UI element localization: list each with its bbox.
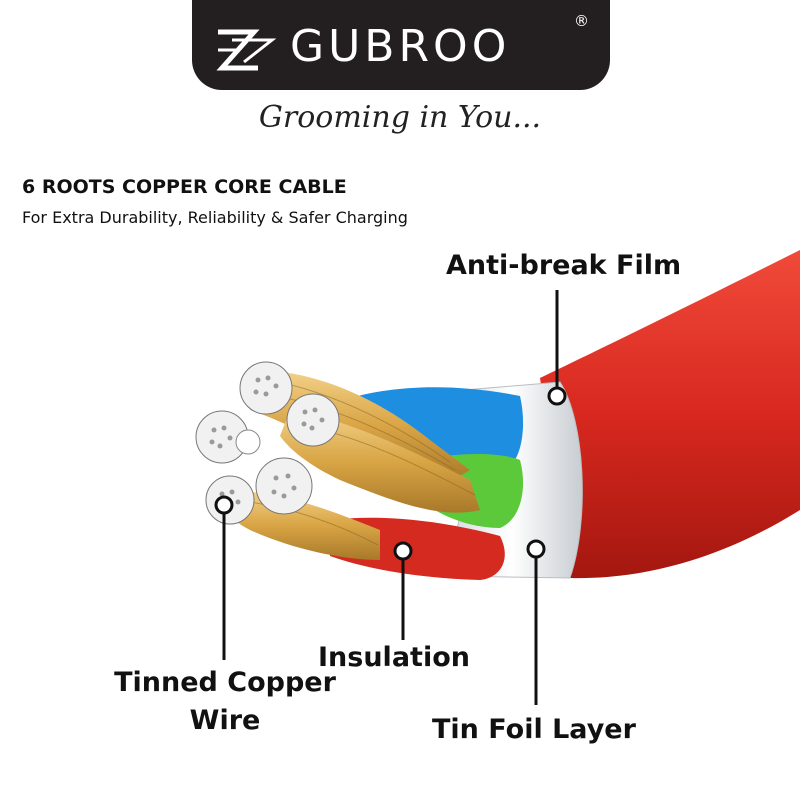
strand-end-right [286,393,340,447]
tinned-copper-wire-label: Tinned Copper Wire [70,664,380,740]
strand-end-white-core [235,429,261,455]
product-subheadline: For Extra Durability, Reliability & Safe… [22,208,408,227]
registered-mark: ® [574,12,589,30]
product-headline: 6 ROOTS COPPER CORE CABLE [22,176,347,198]
anti-break-film-label: Anti-break Film [446,250,682,281]
strand-end-bottom-right [255,457,313,515]
gubroo-logo-icon [216,29,277,71]
tinned-copper-label-line2: Wire [189,705,261,736]
brand-bar [192,0,610,90]
anti-break-film-pointer-dot [547,386,567,406]
insulation-pointer-dot [393,541,413,561]
anti-break-film-jacket [540,250,800,579]
blue-insulated-wire [350,387,524,470]
tin-foil-pointer-dot [526,539,546,559]
tin-foil-layer-label: Tin Foil Layer [432,714,636,745]
tinned-copper-label-line1: Tinned Copper [114,667,336,698]
brand-name: GUBROO [290,21,511,72]
strand-end-top [239,361,293,415]
copper-strands-bottom [220,490,380,560]
brand-tagline: Grooming in You... [258,100,542,135]
insulation-label: Insulation [318,642,470,673]
tinned-copper-pointer-dot [214,495,234,515]
